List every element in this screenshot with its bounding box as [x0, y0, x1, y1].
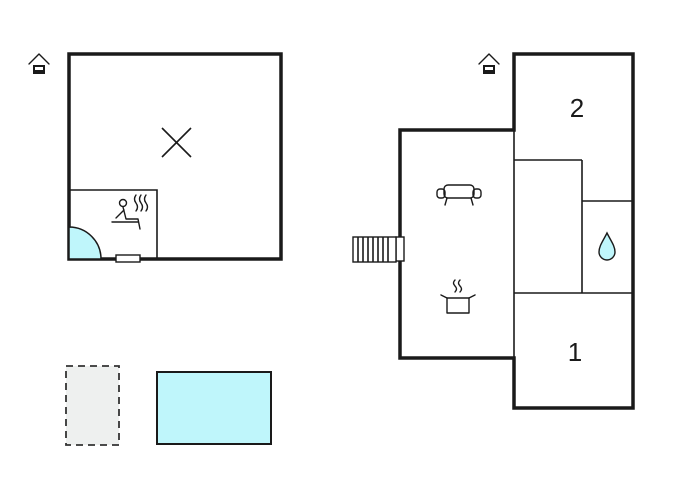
room-number-2: 2	[570, 93, 584, 123]
sauna-person-icon	[111, 194, 149, 230]
annex-building	[28, 52, 283, 263]
cross-mark-icon	[161, 127, 192, 158]
sauna-room	[68, 189, 158, 263]
entrance-door	[395, 236, 405, 262]
house-icon	[478, 53, 500, 74]
pool	[156, 371, 272, 445]
main-building: 2 1	[352, 52, 635, 410]
main-outer-wall	[398, 52, 635, 410]
water-drop-icon	[598, 231, 616, 261]
sauna-door-swing	[68, 226, 102, 260]
sofa-icon	[436, 184, 482, 206]
cooking-pot-icon	[440, 279, 476, 314]
stairs-icon	[352, 236, 397, 263]
annex-outer-wall	[67, 52, 283, 261]
terrace-area	[65, 365, 120, 446]
interior-walls	[513, 130, 633, 358]
sauna-window	[115, 254, 141, 263]
house-icon	[28, 53, 50, 74]
room-number-1: 1	[568, 337, 582, 367]
